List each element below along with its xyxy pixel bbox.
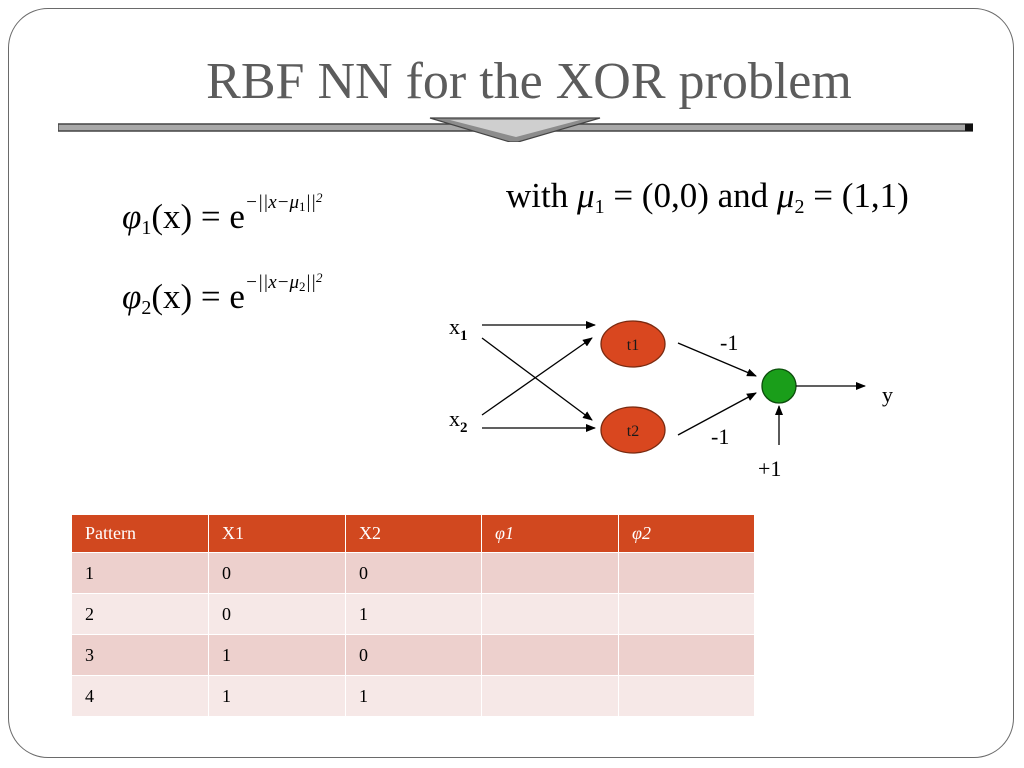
phi1-symbol: φ [122,197,142,236]
header-phi2: φ2 [618,514,755,553]
mu1-value: = (0,0) [613,176,709,215]
edge-t1-output [677,342,757,377]
mu2-value: = (1,1) [813,176,909,215]
cell-x2: 1 [345,593,482,635]
phi1-subscript: 1 [141,217,152,239]
mu1-symbol: μ [576,176,595,215]
table-row: 4 1 1 [71,675,755,717]
title-divider [58,117,973,142]
and-word: and [717,176,769,215]
bias-label: +1 [758,456,781,481]
centers-definition: with μ1 = (0,0) and μ2 = (1,1) [506,176,909,227]
hidden-node-t1-label: t1 [627,337,639,354]
cell-phi1 [481,593,619,635]
cell-pattern: 4 [71,675,209,717]
edge-t2-output [677,392,757,436]
table-row: 2 0 1 [71,593,755,635]
mu2-symbol: μ [776,176,795,215]
hidden-node-t2 [600,406,666,454]
phi1-exponent: −||x−μ1||2 [244,190,323,214]
weight-t2-label: -1 [711,424,729,449]
xor-pattern-table: Pattern X1 X2 φ1 φ2 1 0 0 2 0 1 3 1 0 [71,514,755,717]
cell-phi1 [481,552,619,594]
slide-title: RBF NN for the XOR problem [206,53,852,110]
header-x1: X1 [208,514,346,553]
weight-t1-label: -1 [720,330,738,355]
cell-x1: 0 [208,593,346,635]
hidden-node-t1 [600,320,666,368]
cell-pattern: 1 [71,552,209,594]
cell-pattern: 3 [71,634,209,676]
output-node [761,368,797,404]
cell-x2: 0 [345,552,482,594]
slide-frame [8,8,1014,758]
cell-x2: 1 [345,675,482,717]
phi1-argument: (x) = e [151,197,245,236]
with-word: with [506,176,569,215]
edge-x2-t1 [481,337,593,416]
edge-x1-t2 [481,337,593,421]
cell-phi2 [618,593,755,635]
cell-phi2 [618,675,755,717]
cell-x2: 0 [345,634,482,676]
input-x2-label: x2 [449,406,468,436]
cell-pattern: 2 [71,593,209,635]
cell-phi1 [481,675,619,717]
cell-phi2 [618,552,755,594]
header-pattern: Pattern [71,514,209,553]
hidden-node-t2-label: t2 [627,423,639,440]
phi1-formula: φ1(x) = e−||x−μ1||2 [122,178,322,248]
cell-phi2 [618,634,755,676]
mu2-subscript: 2 [794,196,805,218]
table-header-row: Pattern X1 X2 φ1 φ2 [71,514,755,553]
phi2-symbol: φ [122,277,142,316]
phi2-exponent: −||x−μ2||2 [244,270,323,294]
mu1-subscript: 1 [594,196,605,218]
cell-x1: 0 [208,552,346,594]
cell-phi1 [481,634,619,676]
table-row: 3 1 0 [71,634,755,676]
cell-x1: 1 [208,634,346,676]
output-y-label: y [882,382,893,407]
phi2-subscript: 2 [141,297,152,319]
phi2-formula: φ2(x) = e−||x−μ2||2 [122,258,322,328]
header-x2: X2 [345,514,482,553]
table-row: 1 0 0 [71,552,755,594]
cell-x1: 1 [208,675,346,717]
header-phi1: φ1 [481,514,619,553]
phi2-argument: (x) = e [151,277,245,316]
input-x1-label: x1 [449,314,468,344]
